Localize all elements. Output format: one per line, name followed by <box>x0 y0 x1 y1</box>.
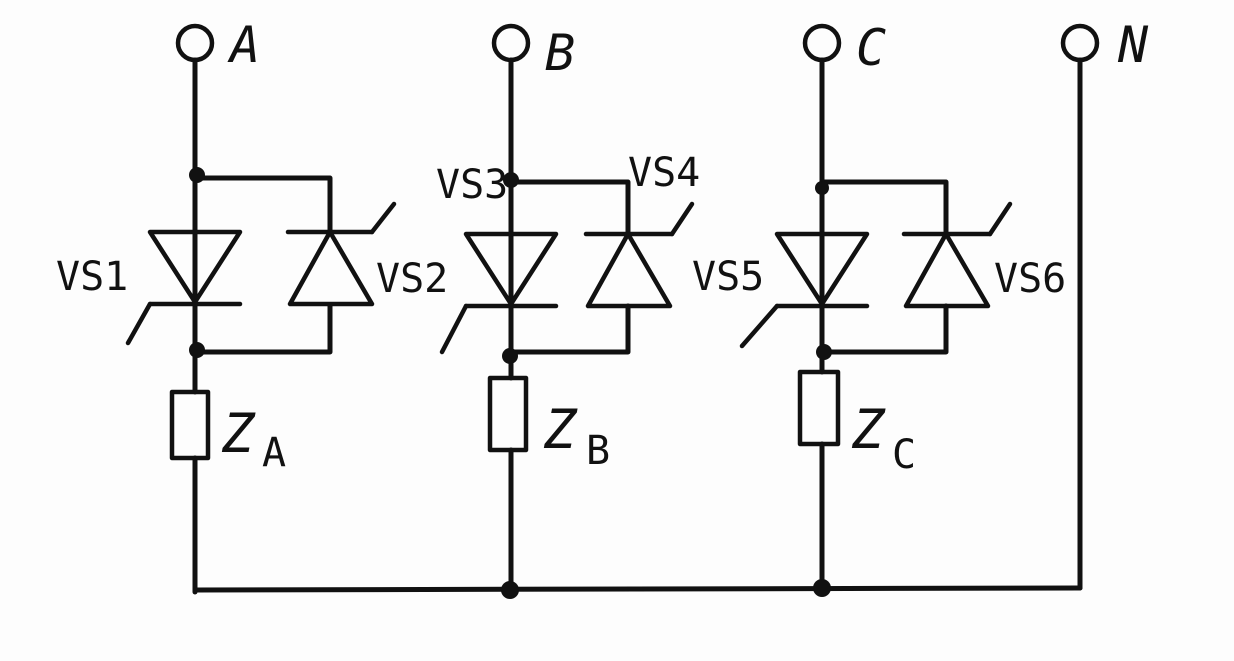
VS3-label: VS3 <box>436 162 508 208</box>
wire-B-loop-top <box>508 179 631 235</box>
VS6-label: VS6 <box>994 256 1066 302</box>
junction-dot <box>189 167 205 183</box>
thyristor-VS1: VS1 <box>56 229 243 346</box>
thyristor-VS6: VS6 <box>901 201 1066 309</box>
terminal-N: N <box>1060 16 1149 74</box>
wire-B-loop-bottom <box>508 303 631 355</box>
wire-star-point <box>192 585 1083 593</box>
ZB-subscript: B <box>586 428 610 474</box>
terminal-B: B <box>491 23 575 82</box>
thyristor-VS5: VS5 <box>692 231 870 349</box>
junction-dot <box>815 181 829 195</box>
VS4-label: VS4 <box>628 150 700 196</box>
terminal-A-label: A <box>227 16 260 74</box>
terminal-N-label: N <box>1117 16 1149 74</box>
thyristor-VS3: VS3 <box>436 162 559 355</box>
ZA-subscript: A <box>262 430 286 476</box>
junction-dot <box>501 581 519 599</box>
junction-dot <box>813 579 831 597</box>
ZA-letter: Z <box>221 402 256 465</box>
ZC-letter: Z <box>851 398 886 461</box>
VS5-label: VS5 <box>692 254 764 300</box>
ZC-subscript: C <box>892 432 916 478</box>
terminal-C-label: C <box>856 19 886 77</box>
wire-C-loop-bottom <box>819 303 949 355</box>
terminal-A: A <box>175 16 260 74</box>
terminal-C: C <box>802 19 886 77</box>
wire-A-loop-top <box>192 175 333 233</box>
terminal-B-label: B <box>545 24 575 82</box>
junction-dot <box>189 342 205 358</box>
junction-dot <box>503 172 519 188</box>
branch-A: VS1 VS2 Z A <box>56 57 448 595</box>
wire-C-loop-top <box>819 179 949 235</box>
VS1-label: VS1 <box>56 254 128 300</box>
wire-A-loop-bottom <box>192 302 333 355</box>
thyristor-VS4: VS4 <box>583 150 700 309</box>
thyristor-VS2: VS2 <box>285 201 448 307</box>
load-ZC: Z C <box>797 369 916 478</box>
VS2-label: VS2 <box>376 256 448 302</box>
load-ZA: Z A <box>169 389 286 476</box>
branch-C: VS5 VS6 Z C <box>692 57 1066 595</box>
ZB-letter: Z <box>543 398 578 461</box>
junction-dot <box>816 344 832 360</box>
branch-B: VS3 VS4 Z B <box>436 57 700 595</box>
load-ZB: Z B <box>487 375 610 474</box>
junction-dot <box>502 348 518 364</box>
